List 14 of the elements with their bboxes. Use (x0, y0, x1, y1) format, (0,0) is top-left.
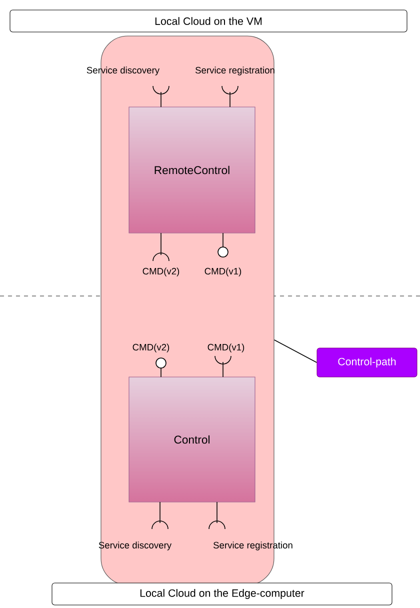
port-label: CMD(v1) (204, 268, 242, 276)
port-label: Service discovery (86, 66, 160, 76)
port-label: Service registration (195, 66, 274, 76)
port-label: CMD(v2) (132, 344, 170, 352)
leader-line (274, 339, 318, 363)
port-label: Service registration (213, 542, 292, 550)
port-label: CMD(v2) (142, 268, 180, 276)
title-box: Local Cloud on the VM (10, 10, 408, 32)
component-box: Control (128, 376, 256, 502)
tag-box: Control-path (316, 348, 418, 378)
port-label: Service discovery (98, 542, 172, 550)
port-label: CMD(v1) (208, 344, 244, 352)
component-box: RemoteControl (128, 106, 256, 234)
title-box: Local Cloud on the Edge-computer (52, 582, 392, 606)
